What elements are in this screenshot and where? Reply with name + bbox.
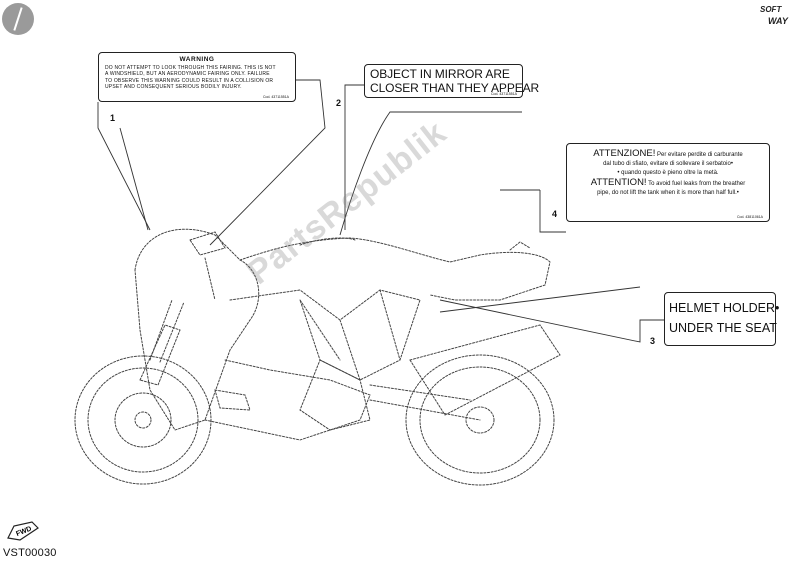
fuel-it-line-1: ATTENZIONE! Per evitare perdite di carbu… [573,149,763,160]
front-wheel-rim [87,367,199,473]
leader-2c [339,111,522,236]
engine-block [299,359,371,431]
tail-hump [509,241,531,251]
motorcycle-drawing [74,228,561,486]
helmet-holder-label: HELMET HOLDER• UNDER THE SEAT [664,292,780,346]
exhaust-muffler [409,324,561,416]
warning-line: DO NOT ATTEMPT TO LOOK THROUGH THIS FAIR… [105,65,276,71]
mirror-line: CLOSER THAN THEY APPEAR [370,81,540,95]
helmet-line: HELMET HOLDER• [669,301,780,315]
handlebar [204,257,216,301]
leader-3b [439,286,641,313]
rear-wheel-tyre [405,354,555,486]
leader-lines [97,79,664,343]
front-hub [134,411,152,429]
lower-fairing [204,359,371,441]
fuel-en-text: To avoid fuel leaks from the breather [648,181,746,187]
warning-label: WARNING DO NOT ATTEMPT TO LOOK THROUGH T… [98,52,296,102]
fuel-it-line-2: dal tubo di sfiato, evitare di sollevare… [603,161,733,167]
figure-code: VST00030 [3,547,57,559]
trellis-frame [229,289,421,381]
mirror-line: OBJECT IN MIRROR ARE [370,67,510,81]
callout-1: 1 [110,113,116,123]
front-fairing [134,228,260,431]
logo-text-2: WAY [768,16,788,26]
page-marker-icon [2,3,34,35]
fuel-en-line-1: ATTENTION! To avoid fuel leaks from the … [573,178,763,189]
warning-text: DO NOT ATTEMPT TO LOOK THROUGH THIS FAIR… [105,65,289,91]
fairing-vent [214,389,251,411]
swingarm [369,384,481,421]
fuel-en-heading: ATTENTION! [590,177,647,188]
warning-title: WARNING [179,56,215,63]
softway-logo: SOFT WAY [756,3,796,33]
helmet-line: UNDER THE SEAT [669,321,777,335]
tank-cap-line [299,237,356,246]
leader-3 [439,299,664,343]
callout-3: 3 [650,336,656,346]
fuel-tank-label: ATTENZIONE! Per evitare perdite di carbu… [566,143,770,222]
mirror-code: Cod. 43711551A [490,92,517,96]
logo-text-1: SOFT [760,5,782,14]
fuel-tank-seat [239,237,551,301]
mirror-label: OBJECT IN MIRROR ARE CLOSER THAN THEY AP… [364,64,540,98]
warning-line: TO OBSERVE THIS WARNING COULD RESULT IN … [105,77,274,84]
fuel-code: Cod. 43811061A [736,215,763,219]
warning-line: UPSET AND CONSEQUENT SERIOUS BODILY INJU… [105,84,242,91]
warning-code: Cod. 43711551A [262,95,289,99]
fuel-en-line-2: pipe, do not lift the tank when it is mo… [597,190,739,196]
rear-wheel-rim [419,366,541,474]
fork-slider [139,324,181,386]
front-fork [149,299,185,363]
callout-2: 2 [336,98,342,108]
forward-arrow-icon: FWD [7,521,39,541]
leader-4 [539,190,566,233]
callout-4: 4 [552,209,558,219]
fuel-it-line-3: • quando questo è pieno oltre la metà. [617,170,719,176]
warning-line: A WINDSHIELD, BUT AN AERODYNAMIC FAIRING… [105,71,270,78]
frame-tubes [299,289,401,381]
front-brake-disc [114,392,172,448]
leader-2 [209,79,326,246]
leader-2b [344,84,364,230]
front-wheel-tyre [74,355,212,485]
fuel-it-heading: ATTENZIONE! [593,148,656,159]
mirror [189,231,226,256]
rear-hub [465,406,495,434]
fuel-it-text: Per evitare perdite di carburante [657,152,743,158]
leader-1 [97,102,151,231]
leader-1b [119,127,149,231]
